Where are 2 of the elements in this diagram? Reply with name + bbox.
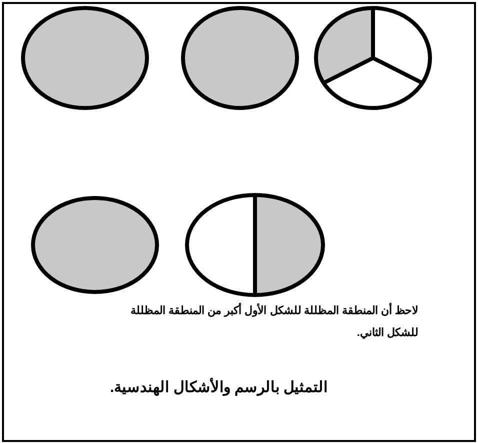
note-text: لاحظ أن المنطقة المظللة للشكل الأول أكبر من المنطقة المظللة للشكل الثاني. xyxy=(118,300,418,344)
caption-text: التمثيل بالرسم والأشكال الهندسية. xyxy=(110,378,328,396)
